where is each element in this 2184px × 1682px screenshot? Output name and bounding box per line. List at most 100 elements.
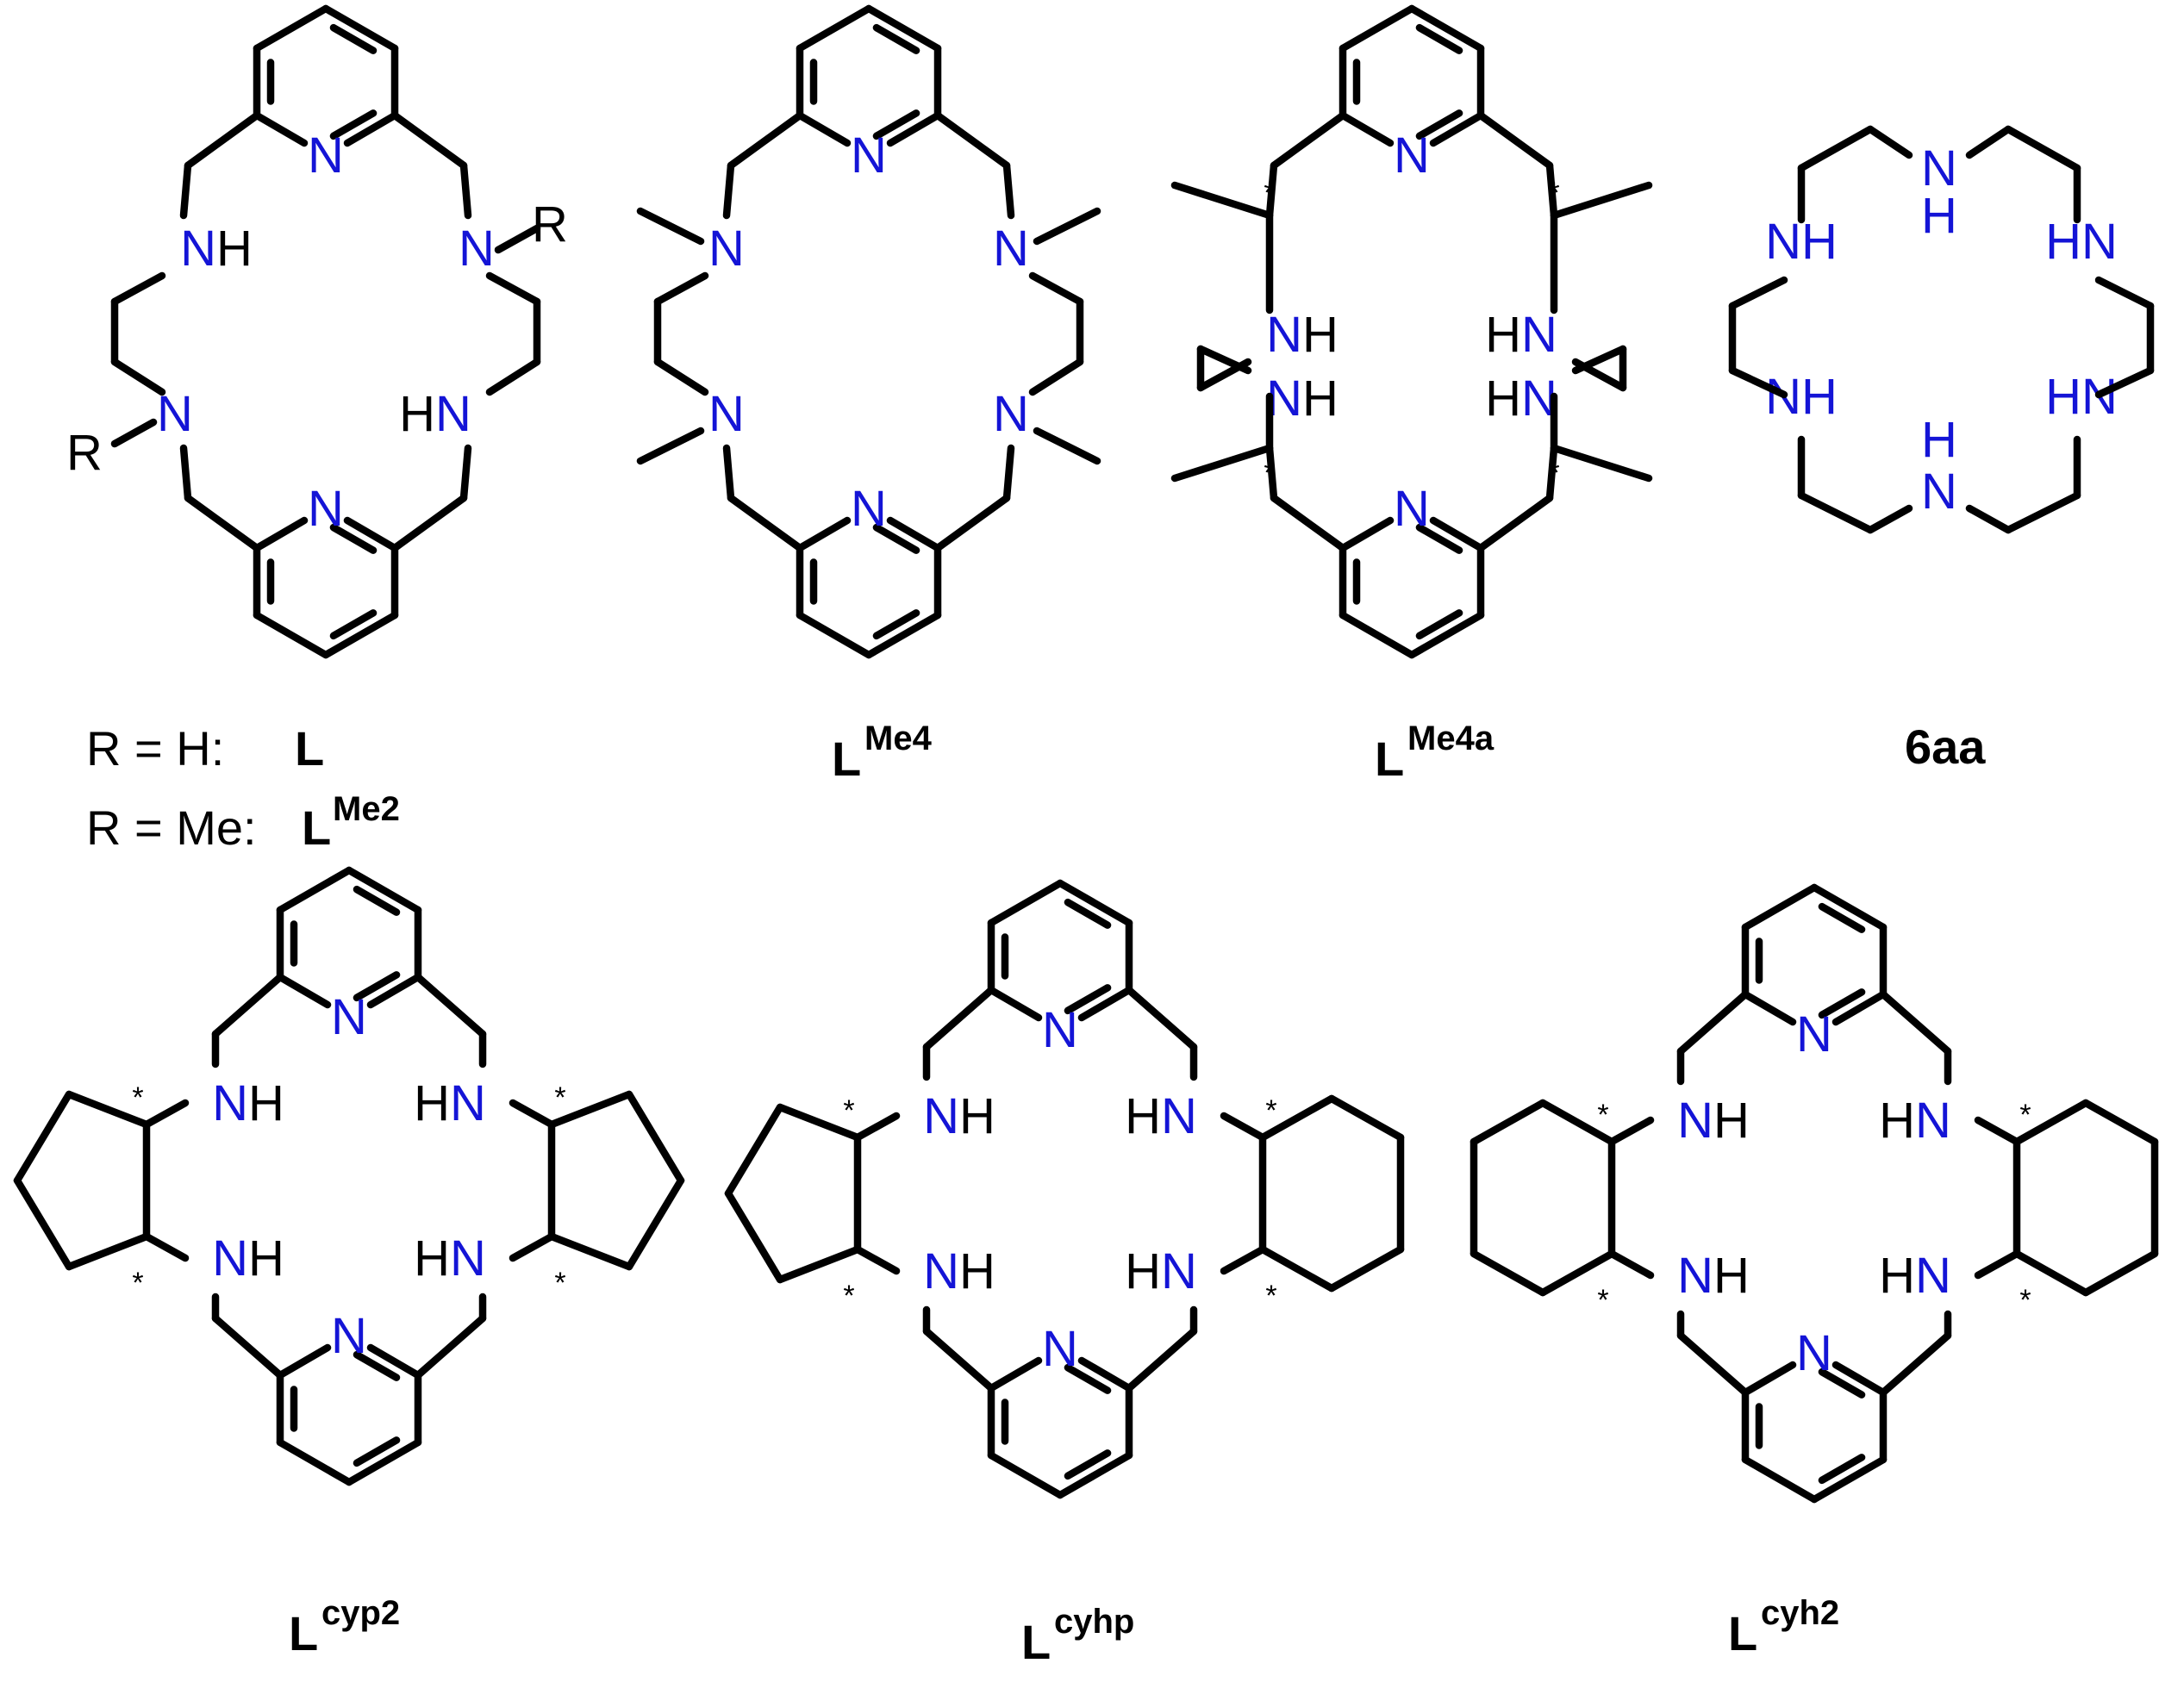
bond: [1607, 1116, 1655, 1146]
stereocenter-star: *: [2019, 1284, 2031, 1317]
bond: [1965, 125, 2012, 159]
bond: [1965, 504, 2012, 534]
bond: [1538, 1099, 1616, 1146]
nh-label: NH: [923, 1243, 995, 1299]
bond: [1818, 1367, 1866, 1399]
bond: [1470, 1099, 1547, 1146]
bond: [345, 1438, 422, 1486]
nh-label: HN: [1125, 1243, 1197, 1299]
bond: [459, 444, 472, 502]
bond: [2004, 491, 2081, 534]
caption-base: L: [1728, 1606, 1757, 1660]
bond: [625, 1090, 685, 1185]
amine-nitrogen: N: [708, 221, 745, 277]
bond: [1170, 181, 1274, 220]
bond: [886, 516, 942, 552]
stereocenter-star: *: [1265, 1280, 1276, 1312]
stereocenter-star: *: [1548, 457, 1559, 489]
stereocenter-star: *: [1264, 177, 1275, 209]
bond: [1415, 523, 1463, 554]
bond: [184, 494, 261, 552]
stereocenter-star: *: [2019, 1099, 2031, 1131]
bond: [343, 111, 399, 147]
bond: [1170, 444, 1274, 483]
bond: [722, 161, 735, 220]
bond: [110, 418, 158, 448]
bond: [724, 1103, 784, 1198]
bond: [353, 1350, 401, 1381]
bond: [1407, 4, 1485, 53]
bond: [329, 109, 378, 140]
bond: [253, 516, 309, 552]
bond: [329, 23, 378, 54]
bond: [1415, 609, 1463, 640]
bond: [110, 271, 166, 306]
bond: [1265, 444, 1278, 502]
bond: [485, 358, 541, 396]
stereocenter-star: *: [132, 1081, 143, 1114]
bond: [13, 1176, 73, 1271]
bond: [110, 358, 166, 396]
bond: [1028, 358, 1084, 396]
stereocenter-star: *: [843, 1280, 854, 1312]
legend-prefix-2: R = Me:: [86, 801, 257, 855]
bond: [1741, 990, 1797, 1026]
bond: [414, 973, 487, 1038]
bond: [1818, 902, 1866, 933]
stereocenter-star: *: [1597, 1099, 1608, 1131]
stereocenter-star: *: [1265, 1094, 1276, 1127]
nh-label: HN: [399, 386, 471, 442]
bond: [1002, 161, 1015, 220]
bond: [853, 1112, 901, 1142]
nh-label: HN: [1485, 371, 1557, 427]
bond: [1265, 161, 1278, 220]
bond: [390, 111, 468, 170]
caption-L-legend: R = H: L R = Me: L Me2: [86, 721, 400, 855]
nh-label: NH: [212, 1230, 284, 1286]
bond: [1258, 1245, 1336, 1293]
bond: [922, 1327, 995, 1392]
bond: [253, 611, 330, 659]
nh-label: NH: [1266, 371, 1338, 427]
bond: [653, 358, 709, 396]
nh-label: NH: [1677, 1248, 1750, 1304]
pyridine-nitrogen: N: [1042, 1321, 1078, 1377]
bond: [1728, 366, 1788, 399]
bond: [1728, 276, 1788, 310]
bond: [872, 109, 920, 140]
bond: [253, 111, 309, 147]
bond: [1327, 1245, 1405, 1293]
bond: [1338, 611, 1416, 659]
bond: [1125, 986, 1198, 1051]
bond: [1676, 1331, 1750, 1397]
bond: [933, 494, 1011, 552]
pyridine-nitrogen: N: [1394, 128, 1430, 184]
bond: [625, 1176, 685, 1271]
bond: [184, 111, 261, 170]
amine-nitrogen: N: [1921, 140, 1957, 196]
bond: [1064, 984, 1112, 1015]
bond: [353, 885, 401, 916]
bond: [722, 444, 735, 502]
bond: [1797, 491, 1875, 534]
bond: [276, 973, 332, 1009]
caption-sup: cyh2: [1761, 1594, 1839, 1632]
bond: [1270, 494, 1347, 552]
caption-sup: cyp2: [321, 1594, 400, 1632]
bond: [1676, 990, 1750, 1056]
bond: [636, 207, 705, 246]
stereocenter-star: *: [554, 1081, 565, 1114]
bond: [321, 611, 399, 659]
bond: [1974, 1116, 2021, 1146]
bond: [1741, 883, 1819, 931]
bond: [353, 971, 401, 1002]
bond: [1974, 1249, 2021, 1280]
caption-6aa: 6aa: [1905, 720, 1986, 774]
caption-LMe4: L Me4: [832, 720, 933, 786]
bond: [1220, 1245, 1267, 1275]
bond: [366, 973, 422, 1009]
n-hydrogen: H: [1921, 188, 1957, 244]
